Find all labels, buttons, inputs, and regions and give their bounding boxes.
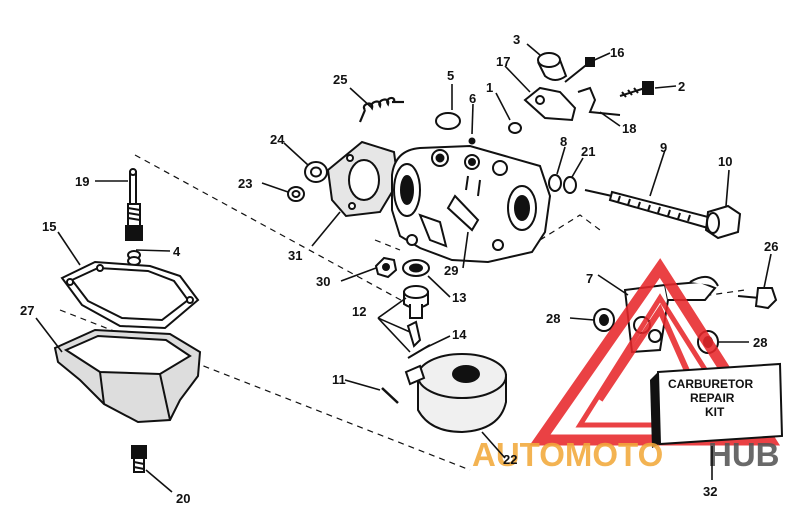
part-31-flange-gasket xyxy=(326,140,400,218)
label-part-8: 8 xyxy=(560,134,567,149)
label-part-31: 31 xyxy=(288,248,302,263)
part-5-plug xyxy=(435,112,461,130)
part-15-bowl-gasket xyxy=(60,260,200,330)
automotohub-watermark-text: AUTOMOTO HUB xyxy=(472,436,780,473)
label-part-11: 11 xyxy=(332,372,346,387)
label-part-17: 17 xyxy=(496,54,510,69)
label-part-7: 7 xyxy=(586,271,593,286)
label-part-28-right: 28 xyxy=(753,335,767,350)
part-16-screw xyxy=(564,57,595,83)
label-part-3: 3 xyxy=(513,32,520,47)
label-part-23: 23 xyxy=(238,176,252,191)
part-22-float xyxy=(404,353,507,434)
label-part-24: 24 xyxy=(270,132,285,147)
part-18-wire-link xyxy=(577,86,621,116)
label-part-27: 27 xyxy=(20,303,34,318)
label-part-19: 19 xyxy=(75,174,89,189)
label-part-16: 16 xyxy=(610,45,624,60)
label-part-12: 12 xyxy=(352,304,366,319)
leader-lines xyxy=(35,43,772,493)
part-9-needle-valve xyxy=(584,189,714,230)
label-part-5: 5 xyxy=(447,68,454,83)
label-part-32: 32 xyxy=(703,484,717,499)
label-part-18: 18 xyxy=(622,121,636,136)
label-part-13: 13 xyxy=(452,290,466,305)
label-part-9: 9 xyxy=(660,140,667,155)
part-12-inlet-needle-seat xyxy=(403,285,429,348)
label-part-15: 15 xyxy=(42,219,56,234)
part-25-spring xyxy=(358,96,404,123)
part-4-lockwasher xyxy=(127,250,141,266)
part-19-screw xyxy=(125,168,143,241)
part-23-washer xyxy=(287,186,305,202)
watermark-text-automoto: AUTOMOTO xyxy=(472,436,663,473)
watermark-text-hub: HUB xyxy=(708,436,780,473)
part-10-packing-nut xyxy=(704,204,742,240)
part-11-hinge-pin xyxy=(381,387,399,404)
part-32-repair-kit-box: CARBURETOR REPAIR KIT xyxy=(650,362,784,448)
part-27-float-bowl xyxy=(53,328,202,424)
dashed-guide-lines xyxy=(59,154,746,471)
label-part-14: 14 xyxy=(452,327,467,342)
label-part-29: 29 xyxy=(444,263,458,278)
kit-box-line-3: KIT xyxy=(705,405,725,419)
part-28-bushing-left xyxy=(593,308,615,332)
part-3-cylinder xyxy=(537,52,568,81)
part-8-washer xyxy=(548,174,562,192)
label-part-6: 6 xyxy=(469,91,476,106)
part-21-washer xyxy=(563,176,577,194)
label-part-25: 25 xyxy=(333,72,347,87)
part-29-carburetor-body xyxy=(391,144,552,264)
kit-box-line-1: CARBURETOR xyxy=(668,377,753,391)
label-part-26: 26 xyxy=(764,239,778,254)
label-part-21: 21 xyxy=(581,144,595,159)
label-part-22: 22 xyxy=(503,452,517,467)
part-13-seat-gasket xyxy=(402,259,430,277)
label-part-28-left: 28 xyxy=(546,311,560,326)
label-part-30: 30 xyxy=(316,274,330,289)
label-part-10: 10 xyxy=(718,154,732,169)
part-number-labels: 1 2 3 4 5 6 7 8 9 10 11 12 13 14 15 16 1… xyxy=(20,32,778,506)
part-2-screw xyxy=(619,81,654,98)
part-24-washer xyxy=(304,161,328,183)
label-part-4: 4 xyxy=(173,244,181,259)
label-part-2: 2 xyxy=(678,79,685,94)
part-17-lever xyxy=(523,86,577,122)
part-26-screw xyxy=(737,287,778,310)
part-1-ring xyxy=(508,122,522,134)
kit-box-line-2: REPAIR xyxy=(690,391,735,405)
part-20-drain-screw xyxy=(131,445,147,473)
label-part-20: 20 xyxy=(176,491,190,506)
label-part-1: 1 xyxy=(486,80,493,95)
part-6-ball xyxy=(468,137,476,145)
part-30-nut xyxy=(374,256,398,279)
